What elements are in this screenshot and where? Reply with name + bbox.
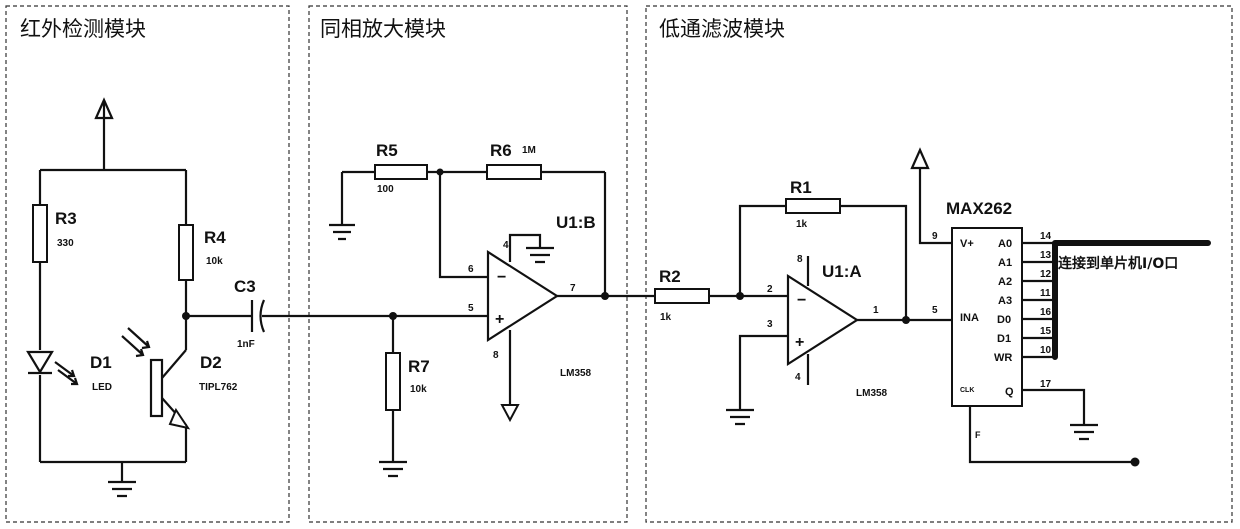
u1b-label: U1:B (556, 213, 596, 232)
resistor-r4 (179, 225, 193, 280)
max262-pin-f: F (975, 430, 981, 440)
u1a-pin-out: 1 (873, 305, 879, 316)
max-pin-num-q: 17 (1040, 379, 1052, 390)
r5-label: R5 (376, 141, 398, 160)
r2-value: 1k (660, 312, 672, 323)
led-d1 (28, 352, 77, 384)
svg-text:−: − (497, 269, 506, 286)
r3-value: 330 (57, 238, 74, 249)
u1b-pin-gnd: 8 (493, 350, 499, 361)
ir-detection-module-frame (6, 6, 289, 522)
ground-symbol-3 (329, 225, 355, 239)
u1a-value: LM358 (856, 388, 888, 399)
max262-pin-ina: INA (960, 312, 979, 324)
u1b-value: LM358 (560, 368, 592, 379)
max262-pin-a0: A0 (998, 238, 1012, 250)
resistor-r6 (487, 165, 541, 179)
resistor-r5 (375, 165, 427, 179)
resistor-r2 (655, 289, 709, 303)
max262-pin-wr: WR (994, 352, 1012, 364)
max-pin-num-a3: 11 (1040, 288, 1051, 299)
r6-value: 1M (522, 145, 536, 156)
max-pin-num-d0: 16 (1040, 307, 1052, 318)
amplifier-circuit: R7 10k R5 100 R6 1M − + 6 5 7 4 8 U1:B L… (262, 141, 655, 476)
lowpass-module-title: 低通滤波模块 (659, 17, 785, 41)
junction-3 (437, 169, 444, 176)
u1b-pin-out: 7 (570, 283, 576, 294)
vcc-arrow-1 (96, 100, 112, 165)
max262-pin-a3: A3 (998, 295, 1012, 307)
svg-text:+: + (495, 311, 504, 328)
r2-label: R2 (659, 267, 681, 286)
d2-label: D2 (200, 353, 222, 372)
max262-pin-a1: A1 (998, 257, 1012, 269)
max262-pin-vplus: V+ (960, 238, 974, 250)
u1a-pin-minus: 2 (767, 284, 773, 295)
phototransistor-d2 (122, 328, 188, 462)
u1a-pin-plus: 3 (767, 319, 773, 330)
ir-detection-circuit: R3 330 D1 LED R4 10k D2 TIPL762 (28, 100, 264, 496)
max262-pin-clk: CLK (960, 387, 974, 394)
ground-symbol-5 (726, 410, 754, 424)
r6-label: R6 (490, 141, 512, 160)
r5-value: 100 (377, 184, 394, 195)
r1-value: 1k (796, 219, 808, 230)
ground-symbol-1 (108, 482, 136, 496)
svg-text:+: + (795, 334, 804, 351)
ground-symbol-2 (379, 462, 407, 476)
r1-label: R1 (790, 178, 812, 197)
r7-value: 10k (410, 384, 427, 395)
svg-text:−: − (797, 292, 806, 309)
r7-label: R7 (408, 357, 430, 376)
resistor-r3 (33, 205, 47, 262)
junction-6 (902, 316, 910, 324)
max-pin-num-vplus: 9 (932, 231, 938, 242)
max-pin-num-a1: 13 (1040, 250, 1052, 261)
max-pin-num-wr: 10 (1040, 345, 1052, 356)
clock-terminal (1131, 458, 1140, 467)
max-pin-num-a0: 14 (1040, 231, 1052, 242)
max-pin-num-ina: 5 (932, 305, 938, 316)
ground-symbol-6 (1070, 425, 1098, 439)
ground-symbol-4 (526, 248, 554, 262)
mcu-connection-note: 连接到单片机I/O口 (1058, 255, 1178, 272)
max262-pin-d1: D1 (997, 333, 1011, 345)
max262-pin-a2: A2 (998, 276, 1012, 288)
r4-label: R4 (204, 228, 226, 247)
max-pin-num-a2: 12 (1040, 269, 1052, 280)
c3-value: 1nF (237, 339, 255, 350)
u1a-label: U1:A (822, 262, 862, 281)
d1-label: D1 (90, 353, 112, 372)
max-pin-num-d1: 15 (1040, 326, 1052, 337)
r4-value: 10k (206, 256, 223, 267)
u1a-pin-vcc: 8 (797, 254, 803, 265)
max262-label: MAX262 (946, 199, 1012, 218)
u1b-pin-vcc: 4 (503, 240, 509, 251)
vcc-arrow-2 (912, 150, 928, 168)
c3-label: C3 (234, 277, 256, 296)
lowpass-circuit: R2 1k R1 1k − + 2 3 1 8 4 U1:A LM358 MAX… (655, 150, 1208, 467)
d1-value: LED (92, 382, 112, 393)
resistor-r1 (786, 199, 840, 213)
max262-pin-d0: D0 (997, 314, 1011, 326)
u1a-pin-gnd: 4 (795, 372, 801, 383)
junction-4 (601, 292, 609, 300)
max262-pin-q: Q (1005, 386, 1014, 398)
u1b-pin-minus: 6 (468, 264, 474, 275)
ir-detection-module-title: 红外检测模块 (20, 17, 146, 41)
d2-value: TIPL762 (199, 382, 238, 393)
resistor-r7 (386, 353, 400, 410)
r3-label: R3 (55, 209, 77, 228)
u1b-pin-plus: 5 (468, 303, 474, 314)
vee-arrow (502, 405, 518, 420)
amplifier-module-title: 同相放大模块 (320, 17, 446, 41)
